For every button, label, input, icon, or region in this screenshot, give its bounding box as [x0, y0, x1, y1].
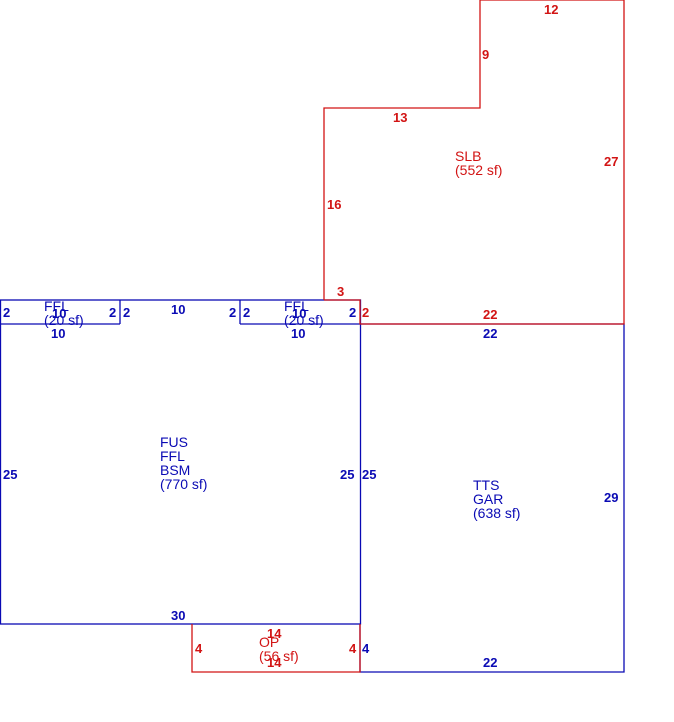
dim-garage-top: 22 — [483, 326, 497, 341]
slab-label: SLB — [455, 148, 481, 164]
porch-label: OP — [259, 634, 279, 650]
porch-area: (56 sf) — [259, 648, 299, 664]
dim-slab-bottom: 22 — [483, 307, 497, 322]
dim-slab-step-vertical: 9 — [482, 47, 489, 62]
dim-garage-right: 29 — [604, 490, 618, 505]
garage-label-line2: GAR — [473, 491, 503, 507]
main-label-line1: FUS — [160, 434, 188, 450]
dim-slab-left: 16 — [327, 197, 341, 212]
porch-outline — [191, 624, 361, 673]
dim-ffl-right-left: 2 — [243, 305, 250, 320]
dim-slab-corner-horizontal: 3 — [337, 284, 344, 299]
dim-gap-left: 2 — [123, 305, 130, 320]
dim-garage-bottom: 22 — [483, 655, 497, 670]
slab-area: (552 sf) — [455, 162, 502, 178]
dim-garage-left: 25 — [362, 467, 376, 482]
dim-ffl-left-bottom: 10 — [51, 326, 65, 341]
dim-slab-step-horizontal: 13 — [393, 110, 407, 125]
dim-porch-right: 4 — [349, 641, 357, 656]
main-house-outline — [0, 299, 362, 625]
dim-ffl-right-bottom: 10 — [291, 326, 305, 341]
ffl-left-label: FFL — [44, 298, 69, 314]
dim-ffl-left-left: 2 — [3, 305, 10, 320]
ffl-right-area: (20 sf) — [284, 312, 324, 328]
dim-main-left: 25 — [3, 467, 17, 482]
dim-garage-bottom-left: 4 — [362, 641, 370, 656]
dim-porch-left: 4 — [195, 641, 203, 656]
dim-gap-right: 2 — [229, 305, 236, 320]
dim-ffl-right-right: 2 — [349, 305, 356, 320]
dim-ffl-left-top: 10 — [52, 306, 66, 321]
dim-porch-bottom: 14 — [267, 655, 282, 670]
main-area: (770 sf) — [160, 476, 207, 492]
dim-main-right: 25 — [340, 467, 354, 482]
dim-slab-top: 12 — [544, 2, 558, 17]
dim-main-bottom: 30 — [171, 608, 185, 623]
ffl-left-area: (20 sf) — [44, 312, 84, 328]
garage-area: (638 sf) — [473, 505, 520, 521]
garage-label-line1: TTS — [473, 477, 499, 493]
dim-slab-corner-vertical: 2 — [362, 305, 369, 320]
dim-ffl-right-top: 10 — [292, 306, 306, 321]
dim-slab-right: 27 — [604, 154, 618, 169]
dim-porch-top: 14 — [267, 626, 282, 641]
slab-outline — [323, 0, 625, 325]
dim-main-top-mid: 10 — [171, 302, 185, 317]
ffl-right-label: FFL — [284, 298, 309, 314]
dim-ffl-left-right: 2 — [109, 305, 116, 320]
main-label-line3: BSM — [160, 462, 190, 478]
main-label-line2: FFL — [160, 448, 185, 464]
